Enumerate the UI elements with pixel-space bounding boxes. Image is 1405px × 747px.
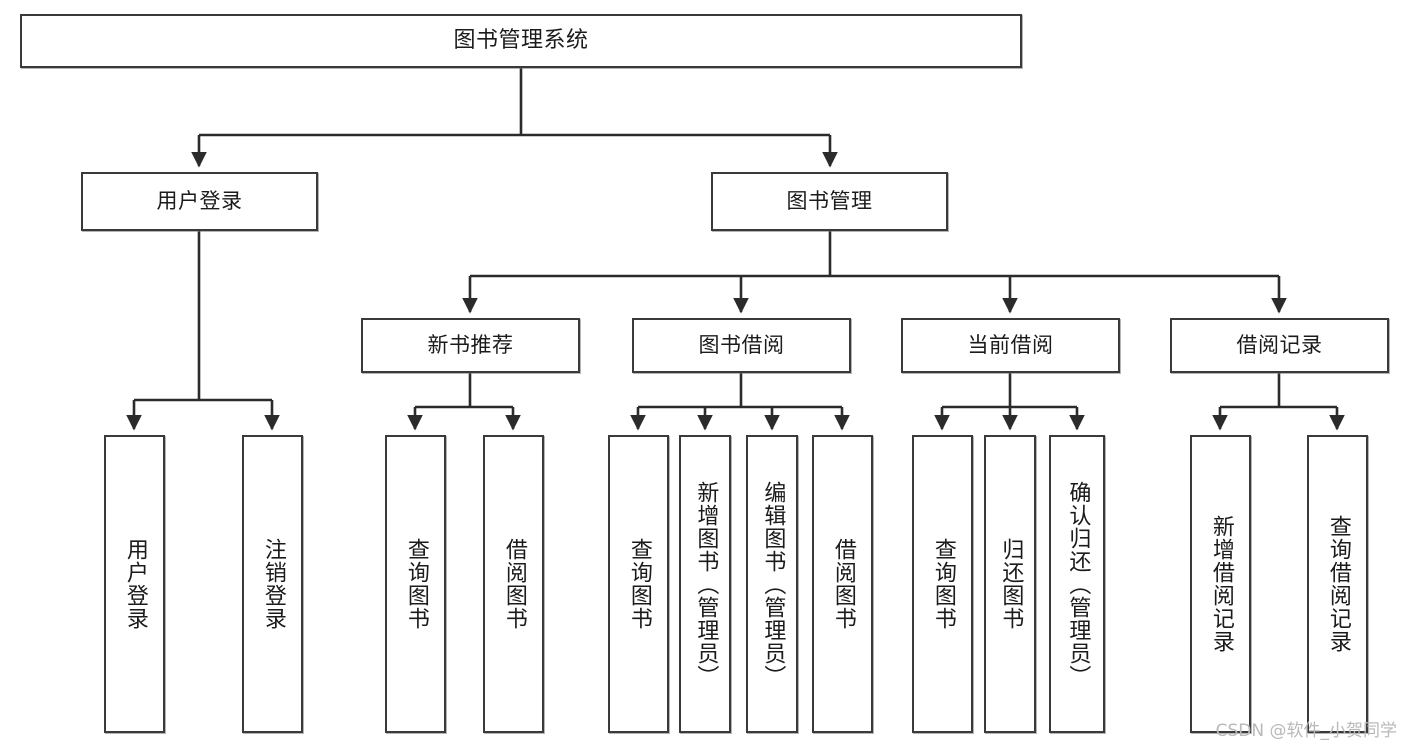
leaf-confirm-return-admin-label: 确认归还（管理员） xyxy=(1065,480,1091,688)
leaf-query-book-recommend[interactable]: 查询图书 xyxy=(385,435,446,733)
leaf-edit-book-admin-label: 编辑图书（管理员） xyxy=(760,480,786,688)
leaf-add-book-admin-label: 新增图书（管理员） xyxy=(693,480,719,688)
leaf-borrow-book[interactable]: 借阅图书 xyxy=(812,435,873,733)
leaf-query-book-recommend-label: 查询图书 xyxy=(403,538,429,630)
leaf-add-book-admin[interactable]: 新增图书（管理员） xyxy=(679,435,731,733)
node-book-borrow-label: 图书借阅 xyxy=(698,333,785,358)
leaf-add-borrow-record-label: 新增借阅记录 xyxy=(1208,515,1234,653)
leaf-confirm-return-admin[interactable]: 确认归还（管理员） xyxy=(1049,435,1105,733)
node-borrow-record-label: 借阅记录 xyxy=(1236,333,1323,358)
node-new-book-recommend-label: 新书推荐 xyxy=(427,333,514,358)
leaf-return-book[interactable]: 归还图书 xyxy=(984,435,1036,733)
node-root[interactable]: 图书管理系统 xyxy=(20,14,1022,68)
leaf-query-book-current-label: 查询图书 xyxy=(930,538,956,630)
node-current-borrow-label: 当前借阅 xyxy=(967,333,1054,358)
leaf-borrow-book-recommend-label: 借阅图书 xyxy=(501,538,527,630)
leaf-borrow-book-label: 借阅图书 xyxy=(830,538,856,630)
leaf-query-book-current[interactable]: 查询图书 xyxy=(912,435,973,733)
node-user-login[interactable]: 用户登录 xyxy=(81,172,318,231)
leaf-user-login[interactable]: 用户登录 xyxy=(104,435,165,733)
leaf-logout-label: 注销登录 xyxy=(260,538,286,630)
leaf-borrow-book-recommend[interactable]: 借阅图书 xyxy=(483,435,544,733)
watermark-text: CSDN @软件_小贺同学 xyxy=(1215,721,1397,741)
node-root-label: 图书管理系统 xyxy=(453,28,589,54)
node-borrow-record[interactable]: 借阅记录 xyxy=(1170,318,1389,373)
node-book-management-label: 图书管理 xyxy=(786,189,873,214)
leaf-add-borrow-record[interactable]: 新增借阅记录 xyxy=(1190,435,1251,733)
leaf-query-borrow-record-label: 查询借阅记录 xyxy=(1325,515,1351,653)
node-book-management[interactable]: 图书管理 xyxy=(711,172,948,231)
leaf-query-borrow-record[interactable]: 查询借阅记录 xyxy=(1307,435,1368,733)
node-current-borrow[interactable]: 当前借阅 xyxy=(901,318,1120,373)
leaf-user-login-label: 用户登录 xyxy=(122,538,148,630)
leaf-edit-book-admin[interactable]: 编辑图书（管理员） xyxy=(746,435,798,733)
node-book-borrow[interactable]: 图书借阅 xyxy=(632,318,851,373)
node-new-book-recommend[interactable]: 新书推荐 xyxy=(361,318,580,373)
leaf-query-book-borrow-label: 查询图书 xyxy=(626,538,652,630)
leaf-query-book-borrow[interactable]: 查询图书 xyxy=(608,435,669,733)
node-user-login-label: 用户登录 xyxy=(156,189,243,214)
leaf-return-book-label: 归还图书 xyxy=(998,538,1024,630)
leaf-logout[interactable]: 注销登录 xyxy=(242,435,303,733)
